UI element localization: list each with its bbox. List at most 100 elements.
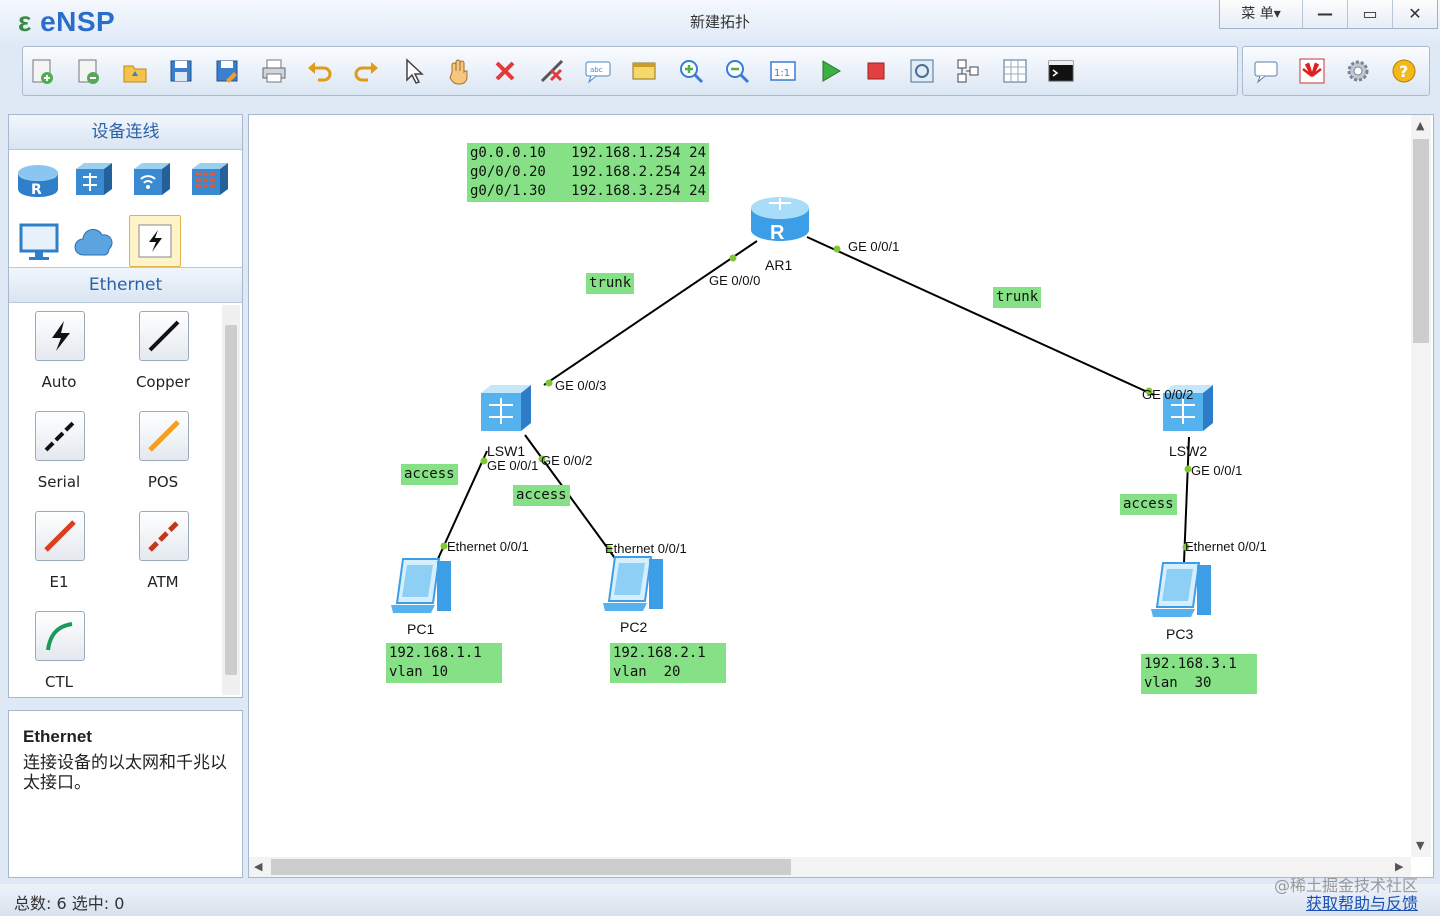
start-icon[interactable]	[815, 56, 845, 86]
device-panel: 设备连线 R Ethernet Auto Copper Serial POS E…	[8, 114, 243, 698]
app-name: eNSP	[40, 6, 116, 37]
palette-icon[interactable]	[629, 56, 659, 86]
pc3-port-eth: Ethernet 0/0/1	[1185, 539, 1267, 554]
zoom-out-icon[interactable]	[722, 56, 752, 86]
settings-icon[interactable]	[1343, 56, 1373, 86]
svg-text:R: R	[31, 182, 42, 198]
undo-icon[interactable]	[305, 56, 335, 86]
atm-cable-label: ATM	[147, 573, 179, 591]
link-ar1-lsw2[interactable]	[806, 236, 1155, 396]
link-ar1-lsw1[interactable]	[543, 240, 758, 386]
menu-button[interactable]: 菜 单▾	[1241, 6, 1281, 22]
status-text: 总数: 6 选中: 0	[14, 894, 125, 913]
access-label-2[interactable]: access	[513, 485, 570, 506]
pc2-icon[interactable]	[601, 553, 667, 621]
capture-icon[interactable]	[907, 56, 937, 86]
lsw1-port-g003: GE 0/0/3	[555, 378, 607, 393]
topology-canvas[interactable]: g0.0.0.10 192.168.1.254 24 g0/0/0.20 192…	[248, 114, 1434, 878]
pc1-config-label[interactable]: 192.168.1.1 vlan 10	[386, 643, 502, 683]
new-lab-icon[interactable]	[73, 56, 103, 86]
pan-hand-icon[interactable]	[444, 56, 474, 86]
link-layer	[436, 236, 1192, 564]
lsw1-switch-icon[interactable]	[477, 381, 535, 441]
e1-cable-label: E1	[49, 573, 69, 591]
pc3-config-label[interactable]: 192.168.3.1 vlan 30	[1141, 654, 1257, 694]
router-icon[interactable]: R	[15, 157, 61, 203]
lsw2-port-g002: GE 0/0/2	[1142, 387, 1194, 402]
canvas-horizontal-scrollbar[interactable]: ◀ ▶	[249, 857, 1411, 877]
cable-section-header: Ethernet	[9, 267, 242, 303]
cable-list-scrollbar[interactable]	[222, 305, 240, 695]
scroll-down-icon[interactable]: ▼	[1416, 839, 1425, 852]
scroll-left-icon[interactable]: ◀	[254, 860, 263, 873]
trunk-label-1[interactable]: trunk	[586, 273, 635, 294]
grid-icon[interactable]	[1000, 56, 1030, 86]
lsw1-port-g001: GE 0/0/1	[487, 458, 539, 473]
text-note-icon[interactable]: abc	[583, 56, 613, 86]
svg-text:abc: abc	[590, 66, 603, 74]
cloud-icon[interactable]	[73, 219, 119, 265]
maximize-button[interactable]: ▭	[1347, 0, 1392, 28]
console-icon[interactable]	[1046, 56, 1076, 86]
print-icon[interactable]	[259, 56, 289, 86]
open-icon[interactable]	[120, 56, 150, 86]
trunk-label-2[interactable]: trunk	[993, 287, 1042, 308]
pc3-icon[interactable]	[1149, 559, 1215, 627]
topology-icon[interactable]	[953, 56, 983, 86]
close-button[interactable]: ✕	[1392, 0, 1437, 28]
firewall-icon[interactable]	[187, 157, 233, 203]
stop-icon[interactable]	[861, 56, 891, 86]
pc2-config-label[interactable]: 192.168.2.1 vlan 20	[610, 643, 726, 683]
lsw2-switch-icon[interactable]	[1159, 381, 1217, 441]
ar1-name: AR1	[765, 257, 793, 273]
scroll-right-icon[interactable]: ▶	[1395, 860, 1404, 873]
auto-cable-button[interactable]	[35, 311, 85, 361]
link-lsw2-pc3[interactable]	[1183, 436, 1190, 564]
delete-link-icon[interactable]	[537, 56, 567, 86]
new-topology-icon[interactable]	[27, 56, 57, 86]
e1-cable-button[interactable]	[35, 511, 85, 561]
pc-icon[interactable]	[17, 219, 63, 265]
router-config-label[interactable]: g0.0.0.10 192.168.1.254 24 g0/0/0.20 192…	[467, 143, 710, 202]
auto-cable-label: Auto	[41, 373, 77, 391]
help-icon[interactable]: ?	[1389, 56, 1419, 86]
serial-cable-button[interactable]	[35, 411, 85, 461]
save-icon[interactable]	[166, 56, 196, 86]
copper-cable-button[interactable]	[139, 311, 189, 361]
svg-text:1:1: 1:1	[774, 68, 790, 79]
copper-cable-label: Copper	[135, 373, 191, 391]
zoom-in-icon[interactable]	[676, 56, 706, 86]
scroll-up-icon[interactable]: ▲	[1416, 119, 1425, 132]
pc1-icon[interactable]	[389, 555, 455, 623]
connection-icon[interactable]	[129, 215, 181, 267]
switch-icon[interactable]	[71, 157, 117, 203]
pc2-port-eth: Ethernet 0/0/1	[605, 541, 687, 556]
info-title: Ethernet	[23, 727, 92, 746]
ar1-port-g000: GE 0/0/0	[709, 273, 761, 288]
ar1-router-icon[interactable]: R	[749, 193, 811, 253]
wlan-icon[interactable]	[129, 157, 175, 203]
lsw2-port-g001: GE 0/0/1	[1191, 463, 1243, 478]
lsw1-name: LSW1	[487, 443, 526, 459]
save-as-icon[interactable]	[212, 56, 242, 86]
link-lsw1-pc1[interactable]	[436, 450, 488, 562]
delete-icon[interactable]	[490, 56, 520, 86]
chat-icon[interactable]	[1251, 56, 1281, 86]
fit-icon[interactable]: 1:1	[768, 56, 798, 86]
pc1-port-eth: Ethernet 0/0/1	[447, 539, 529, 554]
access-label-1[interactable]: access	[401, 464, 458, 485]
ctl-cable-button[interactable]	[35, 611, 85, 661]
access-label-3[interactable]: access	[1120, 494, 1177, 515]
select-icon[interactable]	[398, 56, 428, 86]
app-logo: ε eNSP	[18, 6, 116, 37]
lsw2-name: LSW2	[1169, 443, 1208, 459]
huawei-icon[interactable]	[1297, 56, 1327, 86]
pos-cable-button[interactable]	[139, 411, 189, 461]
minimize-button[interactable]: —	[1302, 0, 1347, 28]
ar1-port-g001: GE 0/0/1	[848, 239, 900, 254]
redo-icon[interactable]	[351, 56, 381, 86]
svg-text:?: ?	[1399, 62, 1408, 81]
feedback-link[interactable]: 获取帮助与反馈	[1305, 894, 1418, 913]
canvas-vertical-scrollbar[interactable]: ▲ ▼	[1411, 115, 1431, 857]
atm-cable-button[interactable]	[139, 511, 189, 561]
